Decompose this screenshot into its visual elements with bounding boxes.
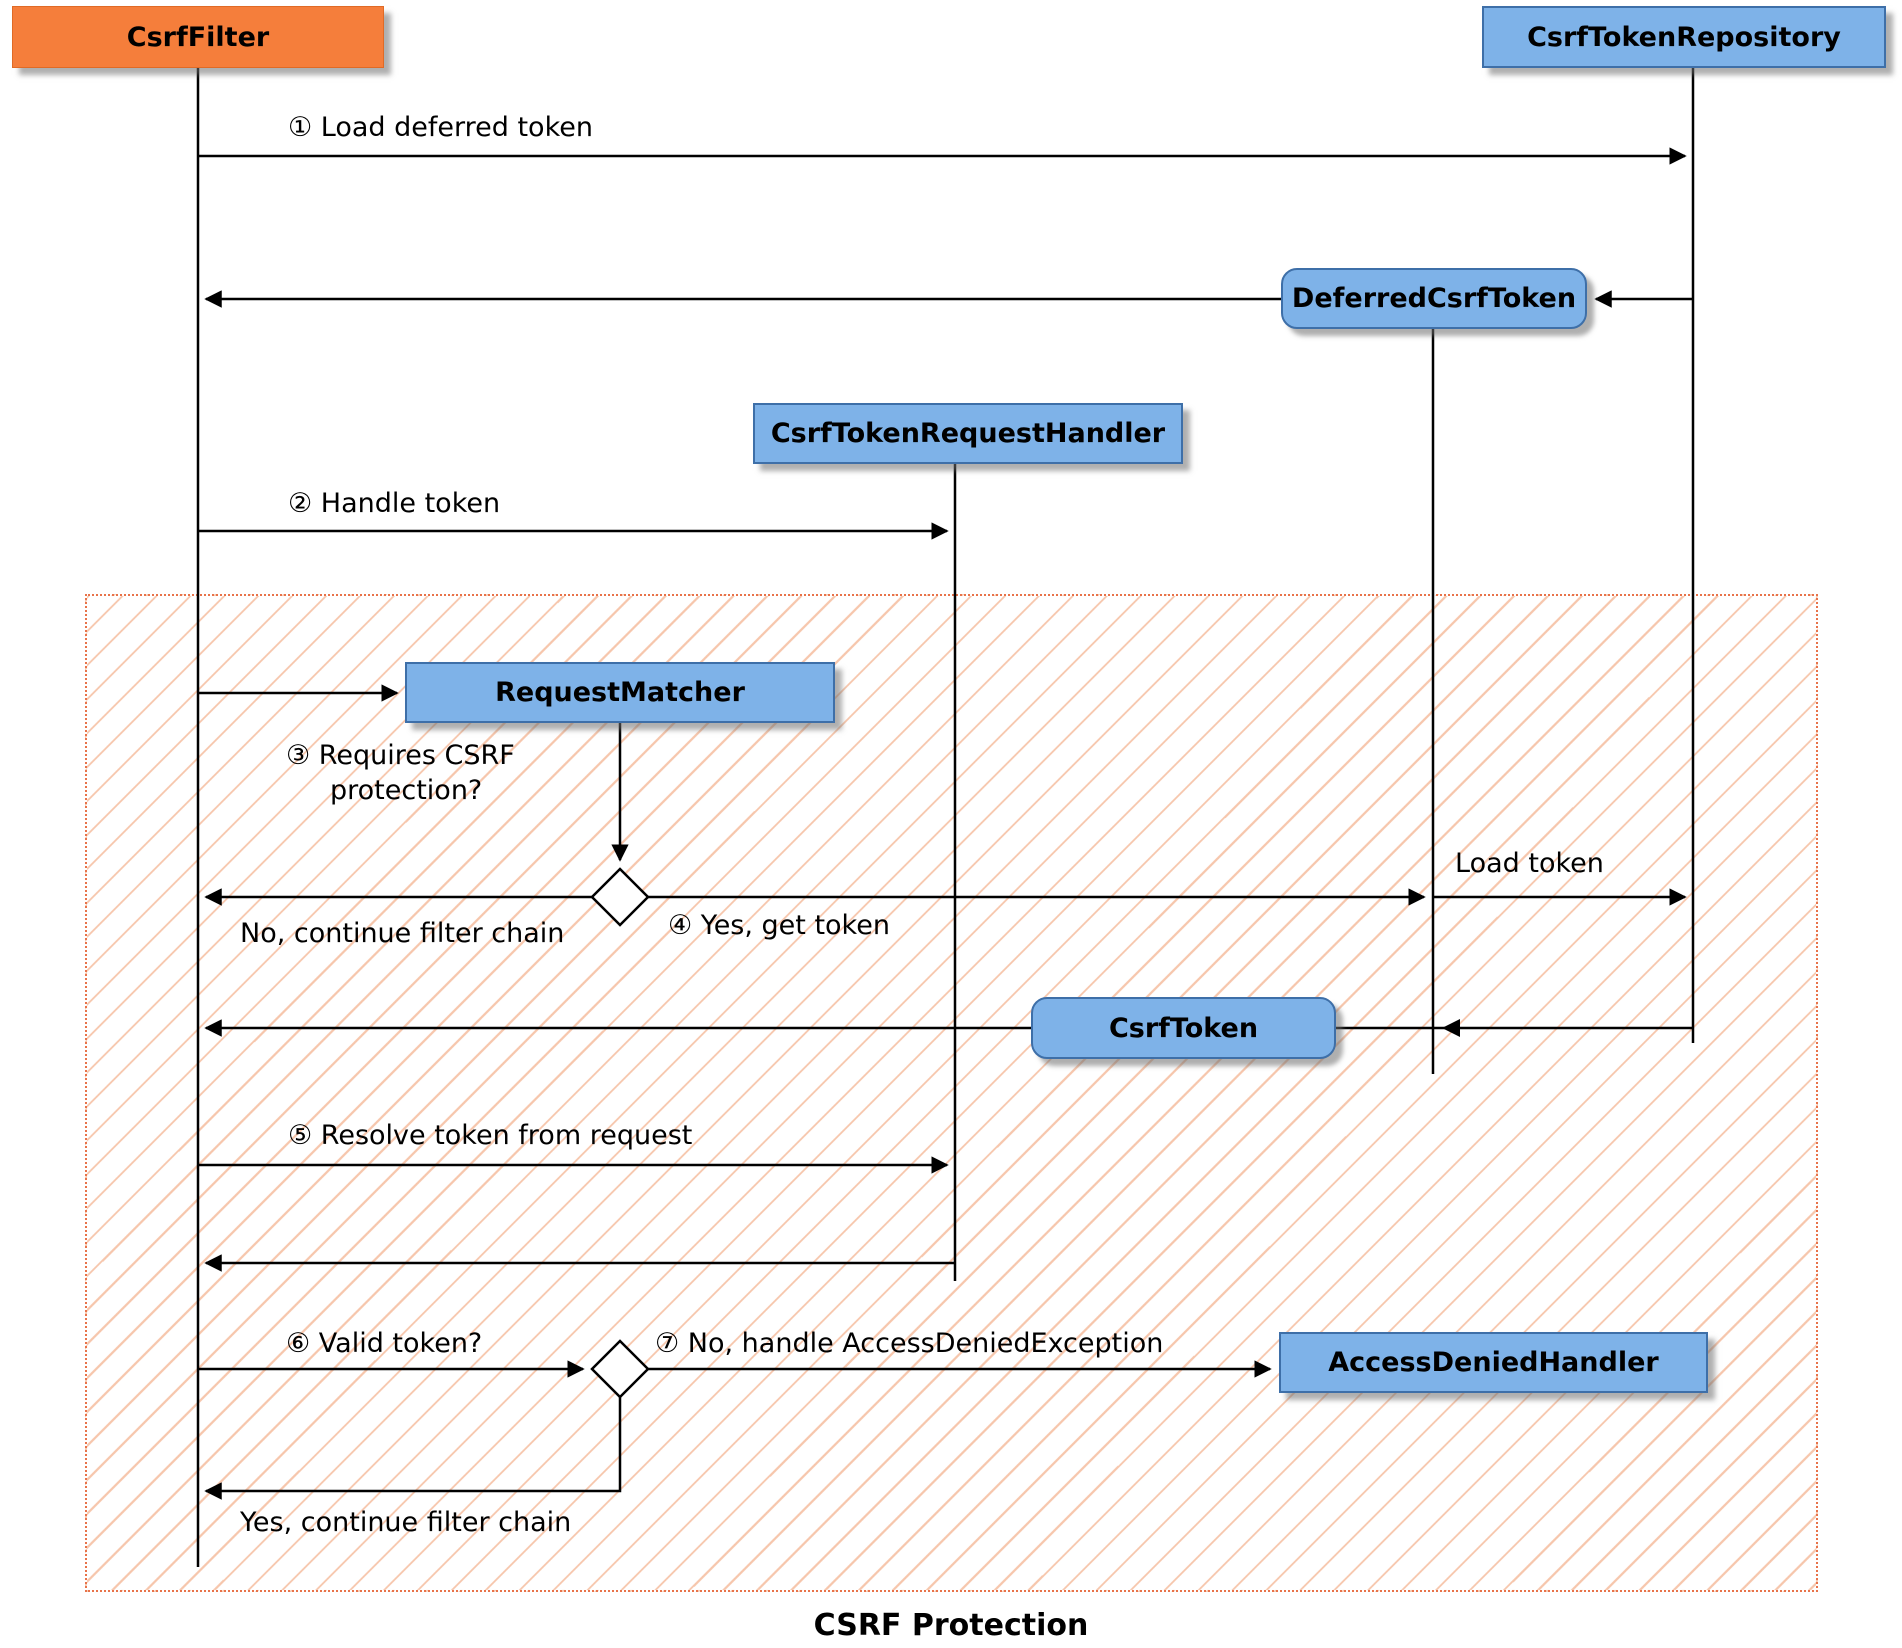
arrowhead-into-deferred-lifeline (1442, 1019, 1460, 1037)
decision-valid-token (590, 1339, 650, 1399)
message-no-continue-filter-chain: No, continue filter chain (240, 918, 565, 949)
node-csrf-token-request-handler: CsrfTokenRequestHandler (753, 403, 1183, 464)
message-no-handle-access-denied: ⑦ No, handle AccessDeniedException (655, 1328, 1164, 1359)
node-access-denied-handler: AccessDeniedHandler (1279, 1332, 1708, 1393)
message-handle-token: ② Handle token (288, 488, 501, 519)
node-deferred-csrf-token: DeferredCsrfToken (1281, 268, 1587, 329)
arrow-yes-continue-filter-chain (204, 1397, 622, 1500)
message-load-deferred-token: ① Load deferred token (288, 112, 593, 143)
node-csrf-token: CsrfToken (1031, 997, 1336, 1059)
message-valid-token: ⑥ Valid token? (286, 1328, 483, 1359)
node-request-matcher: RequestMatcher (405, 662, 835, 723)
message-load-token: Load token (1455, 848, 1604, 879)
node-csrf-token-repository: CsrfTokenRepository (1482, 6, 1886, 68)
node-csrf-filter: CsrfFilter (12, 6, 384, 68)
message-yes-get-token: ④ Yes, get token (668, 910, 890, 941)
message-yes-continue-filter-chain: Yes, continue filter chain (240, 1507, 572, 1538)
message-requires-csrf-protection: ③ Requires CSRF protection? (286, 740, 515, 807)
csrf-protection-region (85, 594, 1818, 1592)
decision-requires-csrf-protection (590, 867, 650, 927)
diagram-title: CSRF Protection (813, 1608, 1089, 1643)
message-resolve-token: ⑤ Resolve token from request (288, 1120, 693, 1151)
